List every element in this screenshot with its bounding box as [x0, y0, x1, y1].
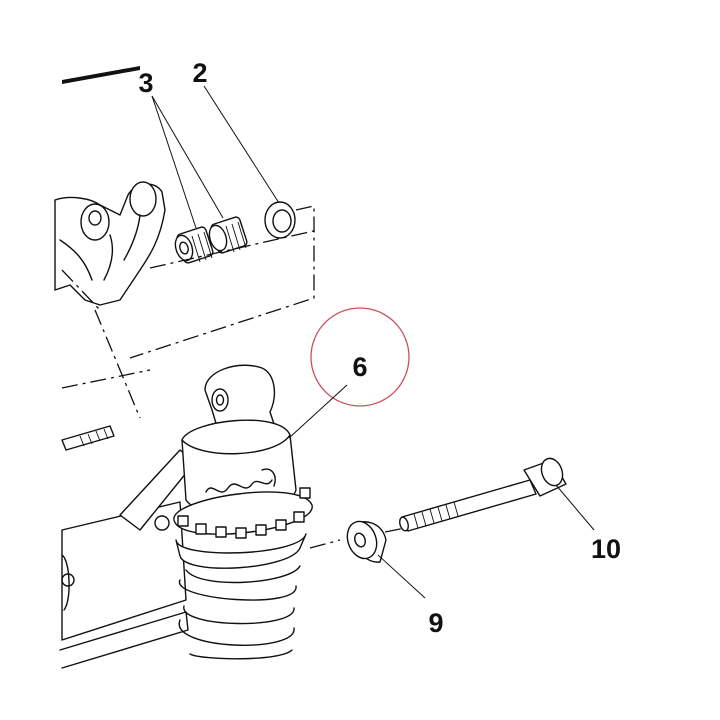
shock-absorber [59, 364, 313, 669]
callout-6: 6 [352, 352, 367, 382]
callout-10: 10 [591, 534, 621, 564]
callout-9: 9 [428, 608, 443, 638]
spacer-washer [346, 520, 387, 563]
highlight-circle [310, 307, 410, 407]
left-bolt-stub [61, 425, 115, 451]
seal-ring [264, 201, 296, 239]
frame-edge [62, 66, 140, 84]
mounting-bolt [398, 457, 567, 532]
leader-lines [151, 85, 595, 599]
callout-3: 3 [138, 68, 153, 98]
bearing-bushings [174, 216, 248, 264]
rocker-linkage [54, 181, 166, 306]
callout-2: 2 [192, 58, 207, 88]
